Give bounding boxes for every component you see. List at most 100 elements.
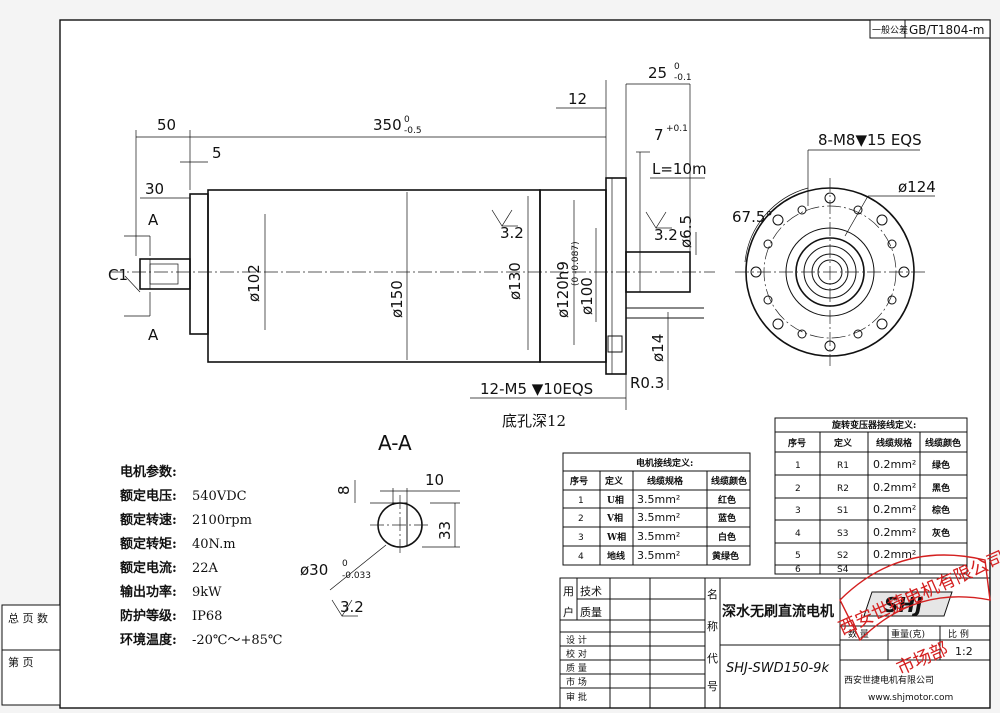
param-val-4: 9kW <box>192 585 222 600</box>
tb-zhiliang: 质量 <box>580 606 602 619</box>
motor-cell-2-3: 白色 <box>718 531 736 543</box>
motor-cell-3-3: 黄绿色 <box>712 550 739 562</box>
section-dim-33: 33 <box>436 521 454 540</box>
dim-350-tol-up: 0 <box>404 115 410 125</box>
resolver-th-3: 线缆颜色 <box>925 437 961 449</box>
dim-7-tol: +0.1 <box>666 124 688 134</box>
motor-cell-2-0: 3 <box>578 533 584 543</box>
dia-100: ø100 <box>578 277 596 315</box>
params-title: 电机参数: <box>120 464 177 480</box>
param-val-5: IP68 <box>192 609 222 624</box>
dim-50: 50 <box>157 116 176 134</box>
radius-r03: R0.3 <box>630 374 664 392</box>
param-key-1: 额定转速: <box>120 512 177 528</box>
resolver-cell-2-1: S1 <box>837 506 848 516</box>
section-mark-a-bottom: A <box>148 326 159 344</box>
motor-parameters: 电机参数: 额定电压: 540VDC 额定转速: 2100rpm 额定转矩: 4… <box>120 464 282 648</box>
tb-ming: 名 <box>707 587 718 601</box>
side-page-no: 第 页 <box>8 655 34 669</box>
motor-wiring-table <box>562 452 751 566</box>
dim-25-tol-up: 0 <box>674 62 680 72</box>
resolver-cell-4-2: 0.2mm² <box>873 548 916 561</box>
thread-m8: 8-M8▼15 EQS <box>818 131 922 149</box>
chamfer-c1: C1 <box>108 266 128 284</box>
roughness-3: 3.2 <box>340 598 364 616</box>
resolver-cell-3-2: 0.2mm² <box>873 526 916 539</box>
section-dim-10: 10 <box>425 471 444 489</box>
section-dia-30-tol-up: 0 <box>342 559 348 569</box>
dia-6-5: ø6.5 <box>677 215 695 248</box>
param-val-2: 40N.m <box>192 537 236 552</box>
resolver-cell-5-1: S4 <box>837 565 849 575</box>
motor-end-view <box>735 149 935 366</box>
resolver-th-0: 序号 <box>788 437 806 449</box>
resolver-cell-3-1: S3 <box>837 529 848 539</box>
motor-cell-1-2: 3.5mm² <box>637 511 680 524</box>
tb-dai: 代 <box>707 652 718 665</box>
thread-m5-note: 底孔深12 <box>502 412 566 430</box>
motor-cell-1-3: 蓝色 <box>718 512 736 524</box>
motor-cell-1-0: 2 <box>578 514 584 524</box>
tb-jiaodui: 校 对 <box>566 648 587 660</box>
tb-zhongliang: 重量(克) <box>891 628 925 640</box>
dim-7: 7 <box>654 126 664 144</box>
tb-zhiliang2: 质 量 <box>566 662 587 674</box>
motor-cell-0-1: U相 <box>607 494 624 506</box>
motor-th-2: 线缆规格 <box>647 475 684 487</box>
motor-cell-0-3: 红色 <box>718 494 736 506</box>
dim-L: L=10m <box>652 160 707 178</box>
sheet-border <box>59 19 991 709</box>
thread-m5: 12-M5 ▼10EQS <box>480 380 593 398</box>
company-logo-text: SHJ <box>884 593 923 617</box>
dia-120-tol: (0 -0.087) <box>571 241 581 286</box>
shaft-right <box>625 251 691 293</box>
motor-cell-3-0: 4 <box>578 552 584 562</box>
tb-shenpi: 审 批 <box>566 691 587 703</box>
section-a-a-view <box>329 480 460 617</box>
side-box <box>1 604 61 706</box>
angle-67-5: 67.5° <box>732 208 773 226</box>
dim-12: 12 <box>568 90 587 108</box>
resolver-cell-1-2: 0.2mm² <box>873 481 916 494</box>
motor-th-3: 线缆颜色 <box>711 475 747 487</box>
tb-shichang: 市 场 <box>566 676 587 688</box>
tb-hao: 号 <box>707 680 718 693</box>
param-key-3: 额定电流: <box>120 560 177 576</box>
resolver-cell-0-2: 0.2mm² <box>873 458 916 471</box>
roughness-2: 3.2 <box>654 226 678 244</box>
tolerance-note: 一般公差 <box>872 24 908 36</box>
product-name: 深水无刷直流电机 <box>722 603 834 620</box>
param-key-5: 防护等级: <box>120 608 177 624</box>
param-val-0: 540VDC <box>192 489 247 504</box>
resolver-cell-0-3: 绿色 <box>932 459 950 471</box>
section-dim-8: 8 <box>335 485 353 495</box>
dimension-lines <box>124 80 705 410</box>
motor-side-view <box>110 177 715 390</box>
dim-25-tol-dn: -0.1 <box>674 73 692 83</box>
company-logo-box <box>863 591 953 617</box>
motor-cell-2-2: 3.5mm² <box>637 530 680 543</box>
resolver-cell-4-1: S2 <box>837 551 848 561</box>
resolver-cell-5-0: 6 <box>795 565 801 575</box>
section-dia-30-tol-dn: -0.033 <box>342 571 371 581</box>
dim-350: 350 <box>373 116 402 134</box>
product-code: SHJ-SWD150-9k <box>726 661 829 676</box>
title-block <box>559 577 991 709</box>
param-key-4: 输出功率: <box>120 584 177 600</box>
motor-th-0: 序号 <box>570 475 588 487</box>
dia-102: ø102 <box>245 264 263 302</box>
tb-sheji: 设 计 <box>566 634 587 646</box>
dim-25: 25 <box>648 64 667 82</box>
tb-scale: 1:2 <box>955 645 973 658</box>
resolver-cell-3-3: 灰色 <box>932 527 950 539</box>
tb-jishu: 技术 <box>580 585 602 598</box>
roughness-1: 3.2 <box>500 224 524 242</box>
motor-cell-0-2: 3.5mm² <box>637 493 680 506</box>
resolver-cell-1-3: 黑色 <box>932 482 950 494</box>
motor-cell-3-1: 地线 <box>607 550 625 562</box>
resolver-th-2: 线缆规格 <box>876 437 913 449</box>
param-key-0: 额定电压: <box>120 488 177 504</box>
param-key-6: 环境温度: <box>120 632 177 648</box>
resolver-cell-2-0: 3 <box>795 506 801 516</box>
